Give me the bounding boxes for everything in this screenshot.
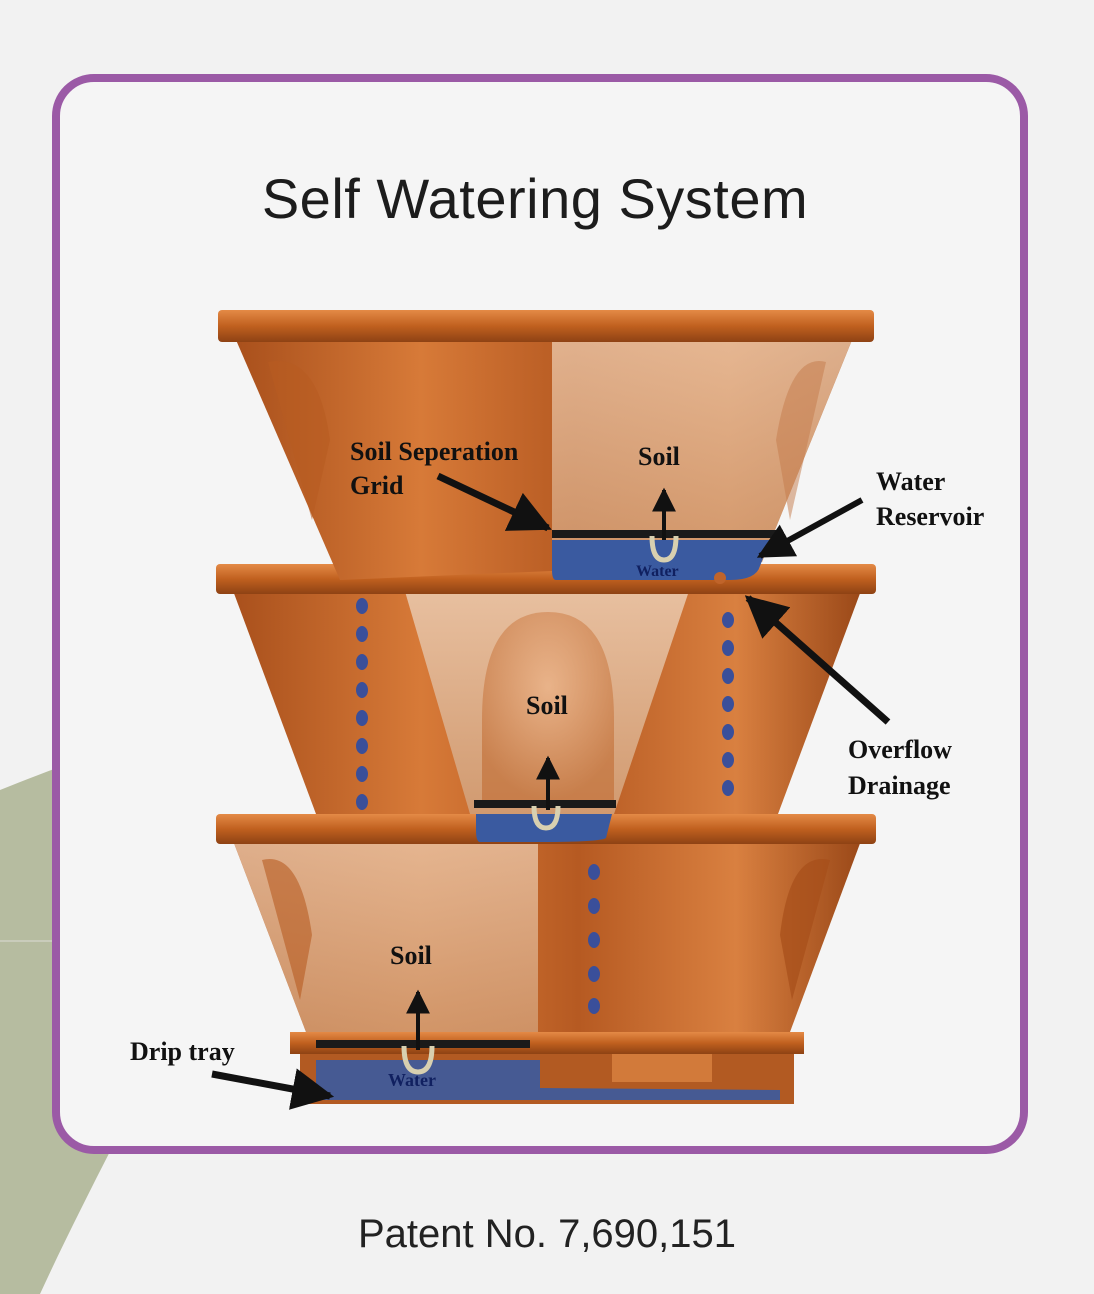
label-grid-1: Soil Seperation — [350, 437, 519, 466]
label-soil-top: Soil — [638, 442, 680, 471]
reservoir-pointer-arrow — [756, 497, 864, 559]
drip-tray-pointer-arrow — [211, 1068, 335, 1110]
page-title: Self Watering System — [261, 167, 809, 230]
grid-pointer-arrow — [436, 472, 552, 532]
label-water-bottom: Water — [388, 1070, 436, 1090]
label-drip-tray: Drip tray — [130, 1037, 235, 1066]
label-soil-mid: Soil — [526, 691, 568, 720]
label-overflow-1: Overflow — [848, 735, 952, 764]
overflow-pointer-arrow — [744, 595, 891, 725]
bottom-tier — [216, 814, 876, 1104]
label-water-top: Water — [636, 563, 679, 580]
patent-number: Patent No. 7,690,151 — [357, 1212, 737, 1256]
label-reservoir-1: Water — [876, 467, 945, 496]
label-grid-2: Grid — [350, 471, 404, 500]
drainage-dots — [356, 598, 734, 1014]
top-tier — [218, 310, 874, 584]
label-soil-bottom: Soil — [390, 941, 432, 970]
label-reservoir-2: Reservoir — [876, 502, 984, 531]
arrows — [211, 472, 891, 1110]
label-overflow-2: Drainage — [848, 771, 951, 800]
